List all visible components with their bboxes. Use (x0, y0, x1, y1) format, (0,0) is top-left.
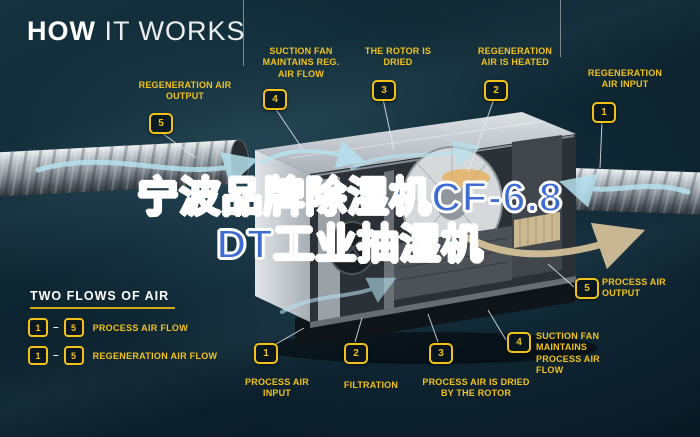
watermark-line-2: DT工业抽湿机 (216, 220, 484, 268)
page-title-strong: HOW (27, 16, 96, 46)
legend-badge-from: 1 (28, 318, 48, 337)
callout-process-air-input: PROCESS AIR INPUT (245, 377, 309, 399)
legend-separator: – (53, 322, 59, 333)
legend-row-regeneration: 1 – 5 REGENERATION AIR FLOW (28, 346, 217, 365)
legend-title: TWO FLOWS OF AIR (30, 289, 170, 303)
badge-process-air-input: 1 (254, 343, 278, 364)
legend-badge-to: 5 (63, 318, 84, 337)
tan-airflow-arrow (464, 222, 646, 270)
badge-regeneration-air-output: 5 (149, 113, 173, 134)
badge-rotor-is-dried: 3 (372, 80, 396, 101)
callout-regeneration-air-heated: REGENERATION AIR IS HEATED (477, 46, 553, 68)
callout-process-air-output: PROCESS AIR OUTPUT (602, 277, 666, 299)
leader-lines (161, 98, 603, 345)
decorative-rule (243, 0, 244, 66)
badge-regeneration-air-heated: 2 (484, 80, 508, 101)
decorative-rule (560, 0, 561, 57)
callout-suction-fan-reg: SUCTION FAN MAINTAINS REG. AIR FLOW (262, 46, 340, 79)
callout-suction-fan-process: SUCTION FAN MAINTAINS PROCESS AIR FLOW (536, 331, 600, 375)
watermark-text: 宁波品牌除湿机CF-6.8 DT工业抽湿机 (0, 173, 700, 268)
callout-filtration: FILTRATION (343, 380, 399, 390)
page-title-light: IT WORKS (95, 16, 246, 46)
callout-process-air-dried: PROCESS AIR IS DRIED BY THE ROTOR (422, 377, 530, 399)
watermark-line-1: 宁波品牌除湿机CF-6.8 (136, 173, 563, 221)
cyan-airflow-arrows (35, 140, 691, 314)
callout-regeneration-air-input: REGENERATION AIR INPUT (587, 68, 663, 90)
callout-regeneration-air-output: REGENERATION AIR OUTPUT (138, 80, 232, 102)
callout-rotor-is-dried: THE ROTOR IS DRIED (364, 46, 432, 68)
badge-regeneration-air-input: 1 (592, 102, 616, 123)
page-title: HOW IT WORKS (27, 16, 246, 47)
legend-label: REGENERATION AIR FLOW (92, 350, 218, 361)
badge-suction-fan-reg: 4 (263, 89, 287, 110)
badge-process-air-dried: 3 (429, 343, 453, 364)
duct-left (0, 139, 250, 198)
badge-filtration: 2 (344, 343, 368, 364)
legend-badge-from: 1 (28, 346, 48, 365)
badge-process-air-output: 5 (575, 278, 599, 299)
legend-rule (30, 307, 175, 309)
badge-suction-fan-process: 4 (507, 332, 531, 353)
legend-badge-to: 5 (63, 346, 84, 365)
legend-row-process: 1 – 5 PROCESS AIR FLOW (28, 318, 188, 337)
legend-label: PROCESS AIR FLOW (92, 322, 189, 333)
legend-separator: – (53, 350, 59, 361)
